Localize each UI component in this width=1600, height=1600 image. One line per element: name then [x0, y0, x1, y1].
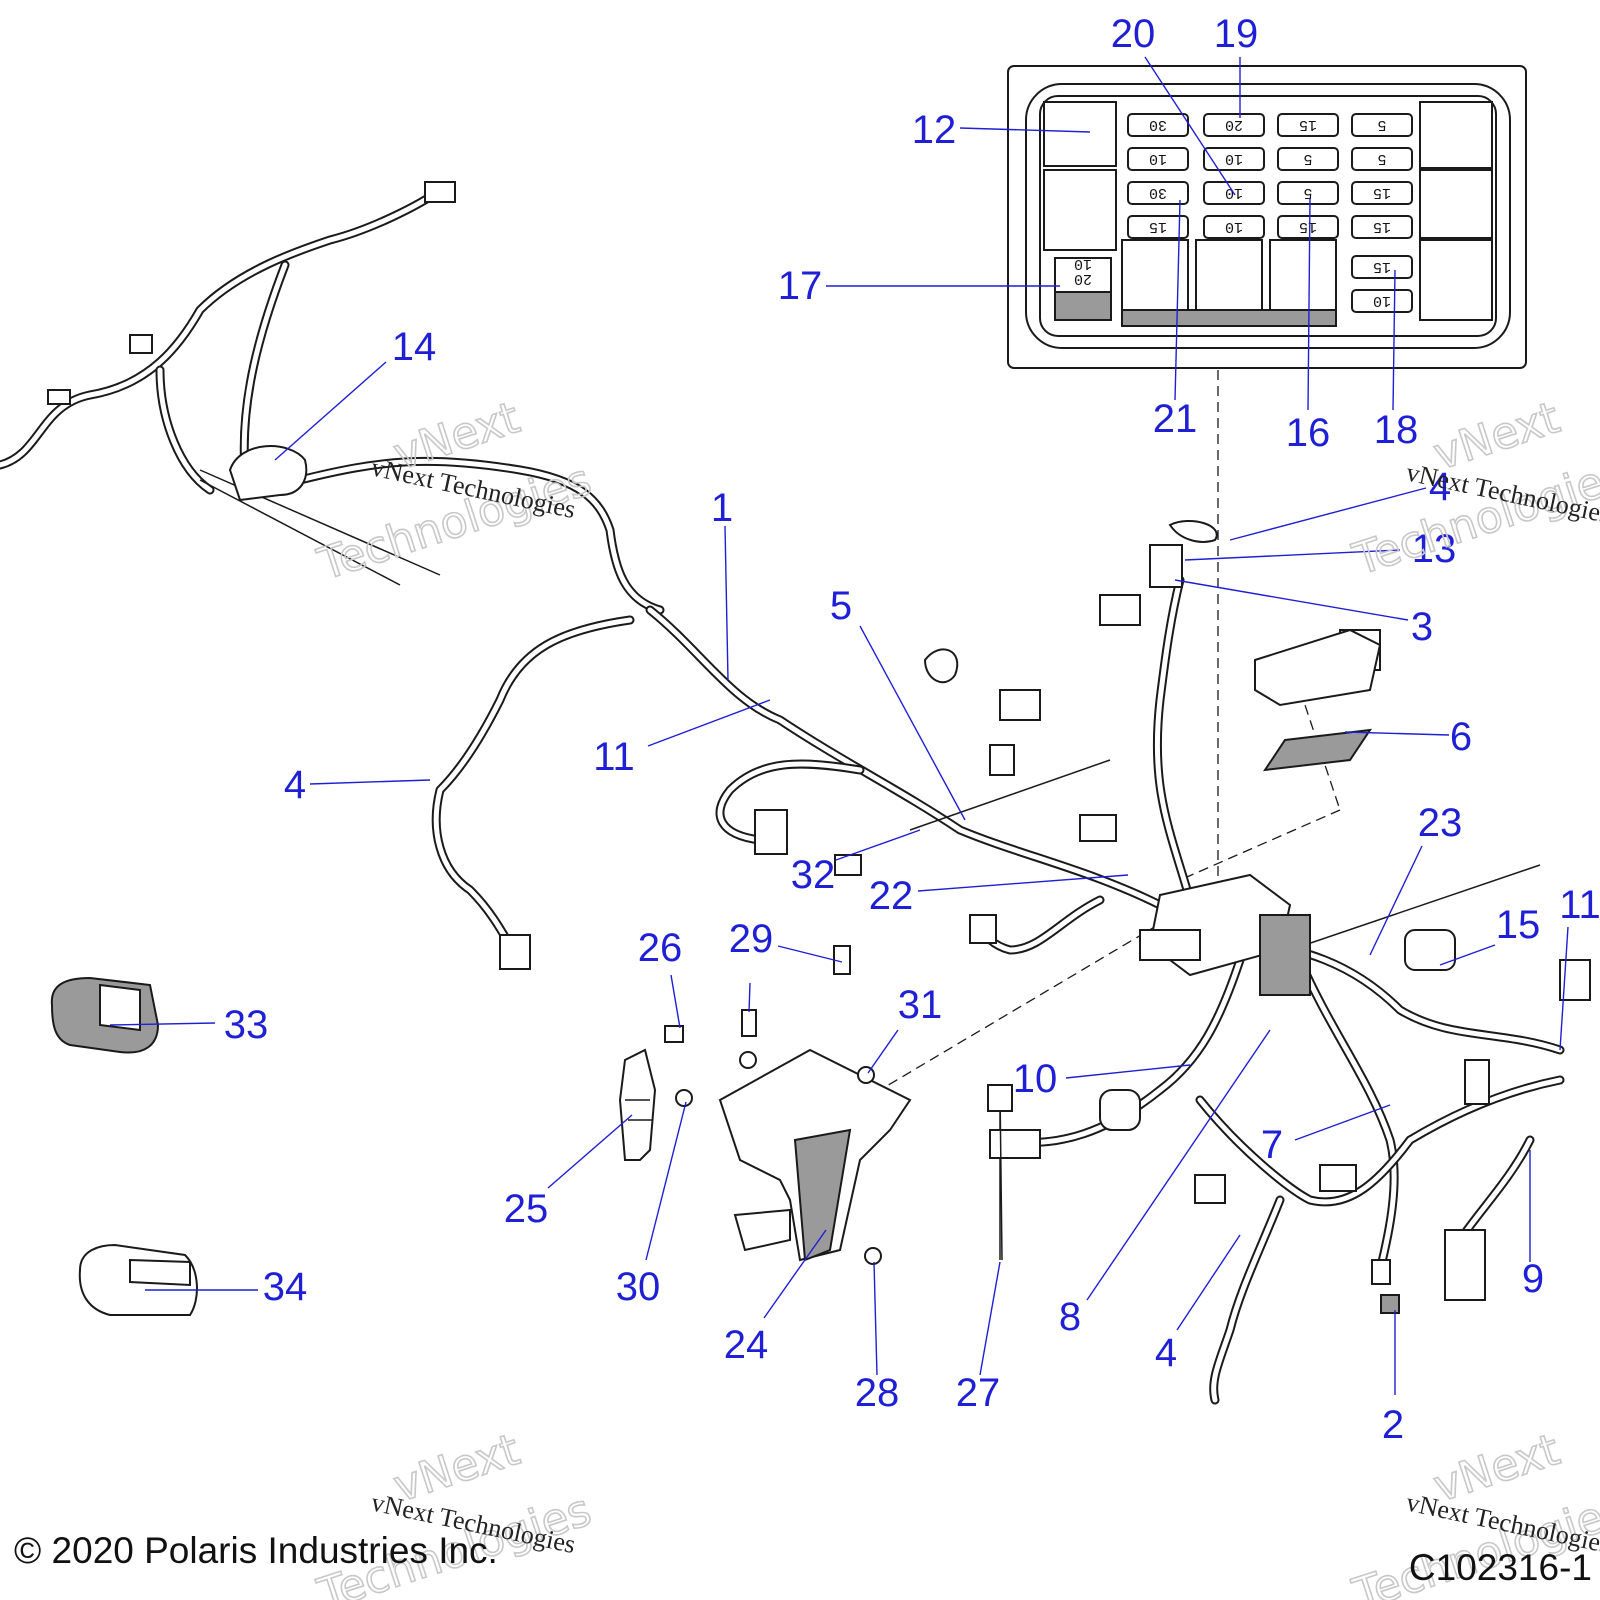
callout-4-left: 4	[284, 763, 306, 807]
callout-25: 25	[504, 1187, 549, 1231]
copyright-text: © 2020 Polaris Industries Inc.	[14, 1530, 498, 1571]
fuse-value: 20	[1225, 116, 1243, 133]
bracket-25	[618, 1048, 657, 1161]
fuse-value: 15	[1149, 218, 1167, 235]
fuse-value: 30	[1149, 116, 1167, 133]
fuse-value: 30	[1149, 184, 1167, 201]
bracket-24	[718, 1048, 912, 1262]
fuse-value: 20	[1074, 270, 1092, 287]
figure-code: C102316-1	[1409, 1547, 1592, 1588]
connector-cover-34	[78, 1243, 198, 1316]
callout-30: 30	[616, 1265, 661, 1309]
callout-20: 20	[1111, 12, 1156, 56]
main-harness	[431, 520, 1591, 1405]
callout-11-center: 11	[593, 735, 635, 779]
callout-4-top-right: 4	[1429, 465, 1451, 509]
fuse-value: 5	[1377, 116, 1386, 133]
callout-17: 17	[778, 264, 823, 308]
callout-2: 2	[1382, 1403, 1404, 1447]
fuse-value: 10	[1074, 255, 1092, 272]
watermark-top-left: vNext Technologies vNext Technologies	[311, 391, 598, 591]
fuse-value: 10	[1149, 150, 1167, 167]
fuse-value: 10	[1373, 292, 1391, 309]
fuse-value: 15	[1299, 116, 1317, 133]
callout-labels: 1 2 3 4 4 4 4 5 6 7 8 9 10 11 11 12 13 1…	[224, 12, 1600, 1447]
callout-14: 14	[392, 325, 437, 369]
callout-29: 29	[729, 917, 774, 961]
fuse-value: 5	[1377, 150, 1386, 167]
fuse-value: 15	[1373, 184, 1391, 201]
fuse-value: 5	[1303, 150, 1312, 167]
callout-11-right: 11	[1559, 883, 1600, 927]
fuse-value: 10	[1225, 150, 1243, 167]
callout-27: 27	[956, 1371, 1001, 1415]
callout-5: 5	[830, 584, 852, 628]
callout-31: 31	[898, 983, 943, 1027]
callout-6: 6	[1450, 715, 1472, 759]
callout-8: 8	[1059, 1295, 1081, 1339]
callout-34: 34	[263, 1265, 308, 1309]
watermark-bottom-left: vNext Technologies vNext Technologies	[311, 1423, 598, 1600]
leader-lines	[109, 56, 1569, 1395]
callout-24: 24	[724, 1323, 769, 1367]
callout-13: 13	[1412, 527, 1457, 571]
callout-33: 33	[224, 1003, 269, 1047]
callout-23: 23	[1418, 801, 1463, 845]
callout-22: 22	[869, 874, 914, 918]
left-harness-branch	[0, 181, 665, 615]
callout-19: 19	[1214, 12, 1259, 56]
callout-12: 12	[912, 108, 957, 152]
fuse-value: 15	[1373, 258, 1391, 275]
callout-15: 15	[1496, 903, 1541, 947]
callout-26: 26	[638, 926, 683, 970]
fuse-value: 5	[1303, 184, 1312, 201]
callout-21: 21	[1153, 397, 1198, 441]
callout-28: 28	[855, 1371, 900, 1415]
callout-32: 32	[791, 853, 836, 897]
fasteners	[664, 945, 882, 1265]
callout-1: 1	[711, 486, 733, 530]
connector-cover-33	[50, 976, 160, 1054]
callout-18: 18	[1374, 408, 1419, 452]
fuse-box-inset: 30 20 15 5 10 10 5 5 30 10 5 15 15 10 15…	[1007, 65, 1527, 369]
fuse-value: 15	[1373, 218, 1391, 235]
tie-strap-27	[987, 1084, 1013, 1261]
callout-3: 3	[1411, 605, 1433, 649]
callout-10: 10	[1013, 1057, 1058, 1101]
callout-4-bottom: 4	[1155, 1331, 1177, 1375]
callout-7: 7	[1261, 1123, 1283, 1167]
fuse-value: 15	[1299, 218, 1317, 235]
callout-9: 9	[1522, 1257, 1544, 1301]
callout-16: 16	[1286, 411, 1331, 455]
fuse-value: 10	[1225, 218, 1243, 235]
